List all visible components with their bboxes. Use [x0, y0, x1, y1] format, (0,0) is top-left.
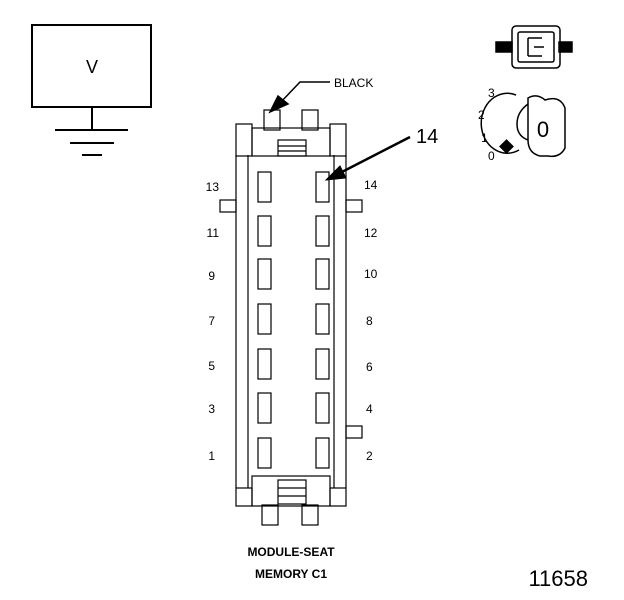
voltmeter-symbol	[31, 24, 152, 156]
terminal-8	[315, 303, 330, 335]
ignition-position-3: 3	[488, 86, 495, 100]
terminal-6	[315, 348, 330, 380]
terminal-14	[315, 171, 330, 203]
terminal-4	[315, 392, 330, 424]
pin-14-pointer	[324, 135, 411, 181]
pin-label-4: 4	[366, 402, 373, 416]
pin-label-8: 8	[366, 314, 373, 328]
ignition-position-2: 2	[478, 108, 485, 122]
connector-caption-line2: MEMORY C1	[255, 567, 327, 581]
terminal-11	[257, 215, 272, 247]
pin-label-10: 10	[364, 267, 378, 281]
pin-label-12: 12	[364, 226, 378, 240]
pin-label-5: 5	[208, 359, 215, 373]
color-callout	[268, 81, 330, 114]
terminal-9	[257, 258, 272, 290]
pin-label-3: 3	[208, 402, 215, 416]
terminal-10	[315, 258, 330, 290]
connector-caption-line1: MODULE-SEAT	[247, 545, 335, 559]
figure-number: 11658	[528, 566, 588, 591]
pin-label-11: 11	[207, 226, 220, 240]
ignition-position-1: 1	[481, 131, 488, 145]
pin-label-9: 9	[208, 269, 215, 283]
pin-label-7: 7	[208, 314, 215, 328]
terminal-5	[257, 348, 272, 380]
terminal-column-left	[257, 171, 272, 469]
terminal-2	[315, 437, 330, 469]
terminal-12	[315, 215, 330, 247]
terminal-column-right	[315, 171, 330, 469]
terminal-13	[257, 171, 272, 203]
pointer-pin-label: 14	[416, 126, 438, 148]
pin-label-13: 13	[206, 180, 220, 194]
connector-color-label: BLACK	[334, 76, 373, 90]
terminal-7	[257, 303, 272, 335]
pin-label-1: 1	[208, 449, 215, 463]
ignition-key-icon	[480, 92, 566, 158]
ignition-position-0: 0	[488, 149, 495, 163]
connector-body	[219, 109, 363, 526]
key-position-label: 0	[537, 117, 549, 142]
terminal-3	[257, 392, 272, 424]
connector-view-icon	[495, 25, 573, 69]
voltmeter-label: V	[86, 57, 98, 77]
pin-label-2: 2	[366, 449, 373, 463]
terminal-1	[257, 437, 272, 469]
pin-label-14: 14	[364, 178, 378, 192]
pin-label-6: 6	[366, 360, 373, 374]
